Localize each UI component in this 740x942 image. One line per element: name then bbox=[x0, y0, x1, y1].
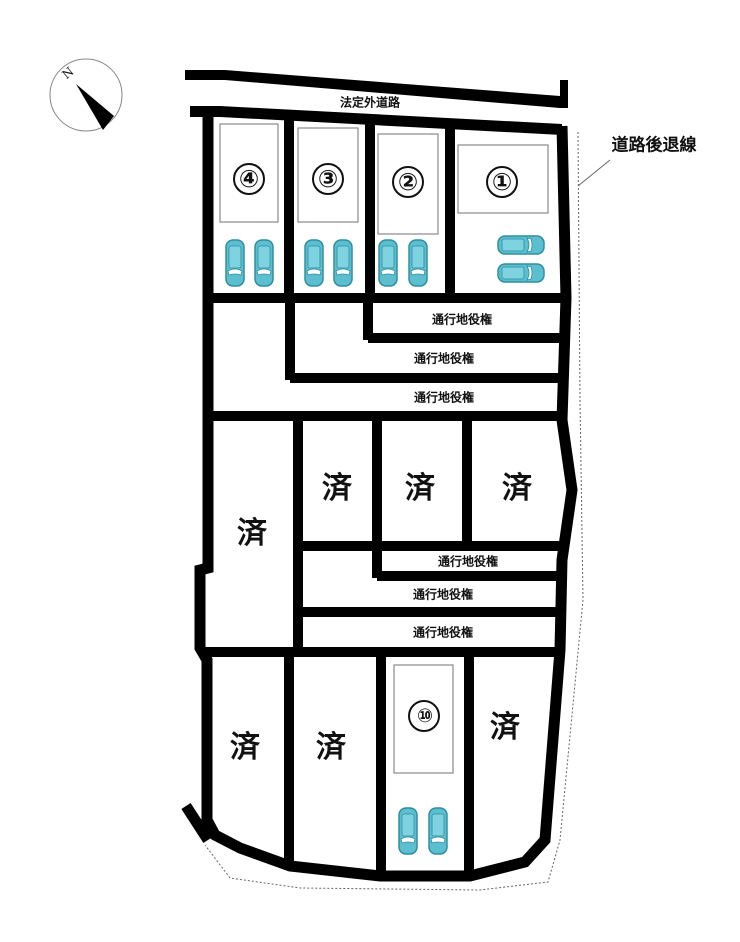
car-icon bbox=[333, 239, 353, 287]
easement-label: 通行地役権 bbox=[412, 625, 474, 640]
lot-sold-badge: 済 bbox=[316, 730, 346, 765]
lot-sold-badge: 済 bbox=[230, 730, 260, 765]
car-icon bbox=[225, 239, 245, 287]
easement-label: 通行地役権 bbox=[412, 587, 474, 602]
lot-10-number[interactable]: ⑩ bbox=[408, 700, 440, 732]
top-road-upper-wall bbox=[185, 70, 568, 108]
lot-walls bbox=[200, 114, 566, 878]
lot-sold-badge: 済 bbox=[490, 710, 520, 745]
car-icon bbox=[304, 239, 324, 287]
car-icon bbox=[428, 807, 448, 855]
car-icon bbox=[408, 239, 428, 287]
lot-3-number[interactable]: ③ bbox=[312, 163, 344, 195]
compass bbox=[49, 58, 123, 132]
easement-label: 通行地役権 bbox=[431, 312, 493, 327]
north-arrow-icon bbox=[76, 84, 114, 130]
top-road-label: 法定外道路 bbox=[339, 95, 401, 110]
lot-2-number[interactable]: ② bbox=[392, 166, 424, 198]
car-icon bbox=[254, 239, 274, 287]
easement-label: 通行地役権 bbox=[437, 554, 499, 569]
easement-label: 通行地役権 bbox=[413, 351, 475, 366]
lot-1-number[interactable]: ① bbox=[486, 166, 518, 198]
lot-sold-badge: 済 bbox=[405, 471, 435, 506]
easement-label: 通行地役権 bbox=[413, 390, 475, 405]
car-icon bbox=[497, 235, 545, 255]
lot-sold-badge: 済 bbox=[322, 471, 352, 506]
car-icon bbox=[398, 807, 418, 855]
setback-leader-line bbox=[577, 159, 611, 187]
lot-sold-badge: 済 bbox=[237, 516, 267, 551]
lot-4-number[interactable]: ④ bbox=[233, 163, 265, 195]
car-icon bbox=[378, 239, 398, 287]
top-road-lower-wall bbox=[190, 106, 562, 135]
setback-line bbox=[204, 131, 584, 891]
lot-sold-badge: 済 bbox=[502, 471, 532, 506]
car-icon bbox=[497, 263, 545, 283]
bottom-left-wall bbox=[181, 803, 213, 843]
setback-line-label: 道路後退線 bbox=[611, 135, 697, 156]
